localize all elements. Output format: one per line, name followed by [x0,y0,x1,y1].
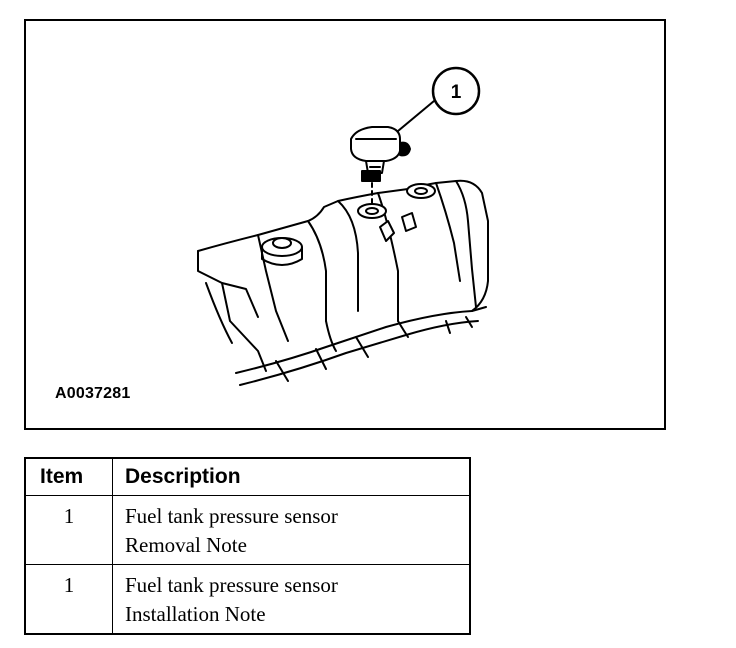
pressure-sensor [350,126,411,182]
fuel-tank-illustration: 1 [197,66,489,386]
item-description: Fuel tank pressure sensor Removal Note [112,495,471,565]
description-line: Fuel tank pressure sensor [125,573,338,597]
header-description: Description [112,457,471,496]
table-header-row: Item Description [24,457,471,496]
description-note: Installation Note [125,602,266,626]
callout-circle [431,66,481,116]
table-row: 1 Fuel tank pressure sensor Installation… [24,564,471,635]
item-number: 1 [24,495,113,565]
callout-leader [397,100,435,132]
item-description: Fuel tank pressure sensor Installation N… [112,564,471,635]
figure-id: A0037281 [55,385,131,402]
header-item: Item [24,457,113,496]
filler-neck [261,237,303,266]
figure-frame: 1 A0037281 [24,19,666,430]
parts-table: Item Description 1 Fuel tank pressure se… [24,457,471,635]
description-line: Fuel tank pressure sensor [125,504,338,528]
description-note: Removal Note [125,533,247,557]
tank-body [197,179,489,386]
table-row: 1 Fuel tank pressure sensor Removal Note [24,495,471,565]
callout-number: 1 [451,82,462,103]
item-number: 1 [24,564,113,635]
